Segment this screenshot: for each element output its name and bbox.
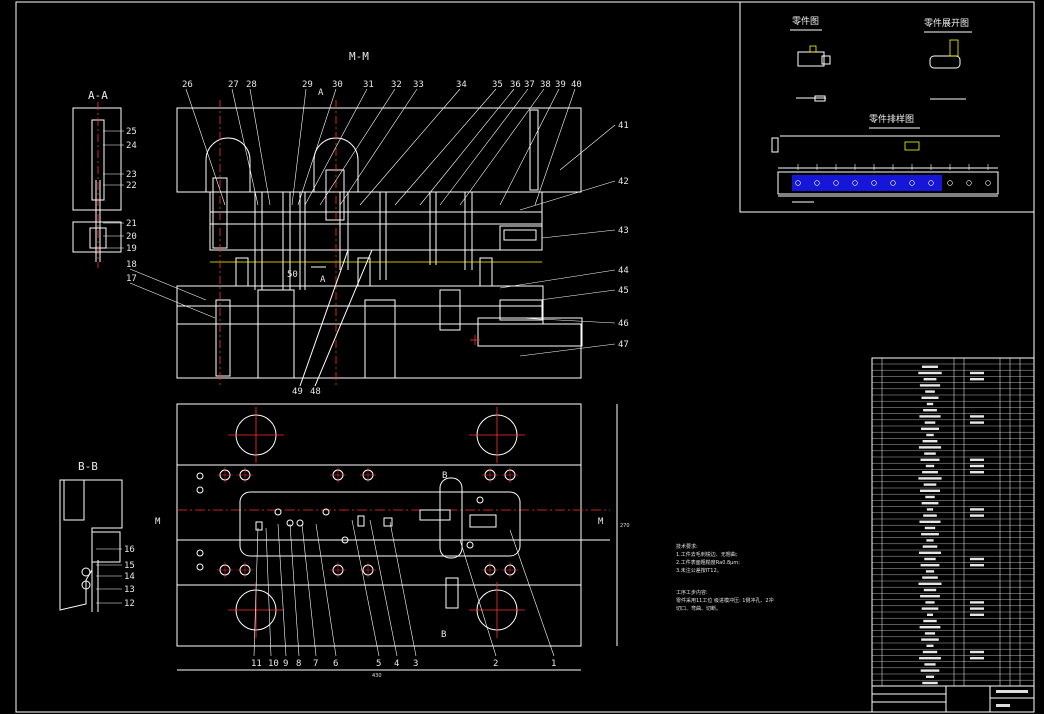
part-drawing-title: 零件图 bbox=[792, 15, 819, 27]
callouts-right: 41 42 43 44 45 46 47 bbox=[499, 121, 629, 357]
callout-2: 2 bbox=[493, 659, 498, 669]
tech-note-1: 1.工件去毛刺锐边、无翘曲; bbox=[676, 551, 738, 558]
callout-12: 12 bbox=[124, 599, 135, 609]
callout-7: 7 bbox=[313, 659, 318, 669]
callout-39: 39 bbox=[555, 80, 566, 90]
callout-44: 44 bbox=[618, 266, 629, 276]
callout-11: 11 bbox=[251, 659, 262, 669]
callout-42: 42 bbox=[618, 177, 629, 187]
dimension-width: 430 bbox=[372, 673, 382, 679]
callout-36: 36 bbox=[510, 80, 521, 90]
callout-43: 43 bbox=[618, 226, 629, 236]
callout-20: 20 bbox=[126, 232, 137, 242]
callout-4: 4 bbox=[394, 659, 399, 669]
callout-48: 48 bbox=[310, 387, 321, 397]
section-marker-m-left: M bbox=[155, 517, 161, 527]
dimension-height: 270 bbox=[620, 523, 630, 529]
tech-note-2: 2.工件表面粗糙度Ra0.8μm; bbox=[676, 559, 740, 566]
callout-26: 26 bbox=[182, 80, 193, 90]
section-marker-b-bottom: B bbox=[441, 630, 446, 640]
aa-section-view: A-A bbox=[72, 89, 122, 268]
callout-49: 49 bbox=[292, 387, 303, 397]
callout-1: 1 bbox=[551, 659, 556, 669]
callout-23: 23 bbox=[126, 170, 137, 180]
callout-21: 21 bbox=[126, 219, 137, 229]
callout-32: 32 bbox=[391, 80, 402, 90]
callout-14: 14 bbox=[124, 572, 135, 582]
callouts-mm-bottom: 49 48 50 bbox=[287, 249, 373, 397]
section-marker-a-top: A bbox=[318, 88, 324, 98]
callout-30: 30 bbox=[332, 80, 343, 90]
callout-18: 18 bbox=[126, 260, 137, 270]
drawing-border bbox=[15, 1, 1035, 713]
callout-45: 45 bbox=[618, 286, 629, 296]
callout-10: 10 bbox=[268, 659, 279, 669]
callout-15: 15 bbox=[124, 561, 135, 571]
callout-50: 50 bbox=[287, 270, 298, 280]
section-marker-m-right: M bbox=[598, 517, 604, 527]
bb-section-title: B-B bbox=[78, 460, 98, 473]
callout-40: 40 bbox=[571, 80, 582, 90]
callout-3: 3 bbox=[413, 659, 418, 669]
callout-46: 46 bbox=[618, 319, 629, 329]
strip-layout-title: 零件排样图 bbox=[869, 113, 914, 125]
tech-notes-title: 技术要求: bbox=[676, 543, 698, 550]
callout-9: 9 bbox=[283, 659, 288, 669]
callout-41: 41 bbox=[618, 121, 629, 131]
callout-35: 35 bbox=[492, 80, 503, 90]
callout-16: 16 bbox=[124, 545, 135, 555]
callout-29: 29 bbox=[302, 80, 313, 90]
callout-17: 17 bbox=[126, 274, 137, 284]
bill-of-materials-table bbox=[871, 357, 1035, 687]
part-unfold-title: 零件展开图 bbox=[924, 17, 969, 29]
callout-13: 13 bbox=[124, 585, 135, 595]
aa-section-title: A-A bbox=[88, 89, 108, 102]
callout-22: 22 bbox=[126, 181, 137, 191]
callout-6: 6 bbox=[333, 659, 338, 669]
part-drawing-panel: 零件图 零件展开图 零件排样图 bbox=[739, 1, 1035, 213]
callout-5: 5 bbox=[376, 659, 381, 669]
mm-section-view: M-M bbox=[176, 50, 583, 385]
callout-27: 27 bbox=[228, 80, 239, 90]
process-line-2: 切口、弯曲、切断。 bbox=[676, 605, 721, 612]
callout-8: 8 bbox=[296, 659, 301, 669]
callout-33: 33 bbox=[413, 80, 424, 90]
callout-31: 31 bbox=[363, 80, 374, 90]
tech-note-3: 3.未注公差按IT12。 bbox=[676, 567, 722, 574]
bb-section-view: B-B bbox=[59, 460, 123, 612]
callout-19: 19 bbox=[126, 244, 137, 254]
mm-section-title: M-M bbox=[349, 50, 369, 63]
section-marker-a-bottom: A bbox=[320, 275, 326, 285]
callout-28: 28 bbox=[246, 80, 257, 90]
section-marker-b-top: B bbox=[442, 471, 447, 481]
callout-47: 47 bbox=[618, 340, 629, 350]
callout-37: 37 bbox=[524, 80, 535, 90]
callout-34: 34 bbox=[456, 80, 467, 90]
callout-25: 25 bbox=[126, 127, 137, 137]
title-block bbox=[871, 685, 1035, 713]
technical-notes: 技术要求: 1.工件去毛刺锐边、无翘曲; 2.工件表面粗糙度Ra0.8μm; 3… bbox=[676, 543, 774, 612]
callout-38: 38 bbox=[540, 80, 551, 90]
process-title: 工序工步内容: bbox=[676, 589, 708, 596]
process-line-1: 零件采用11工位 级进模冲压: 1侧冲孔、2冲 bbox=[676, 597, 774, 604]
plan-view: M M B B 430 270 bbox=[155, 403, 630, 679]
callout-24: 24 bbox=[126, 141, 137, 151]
